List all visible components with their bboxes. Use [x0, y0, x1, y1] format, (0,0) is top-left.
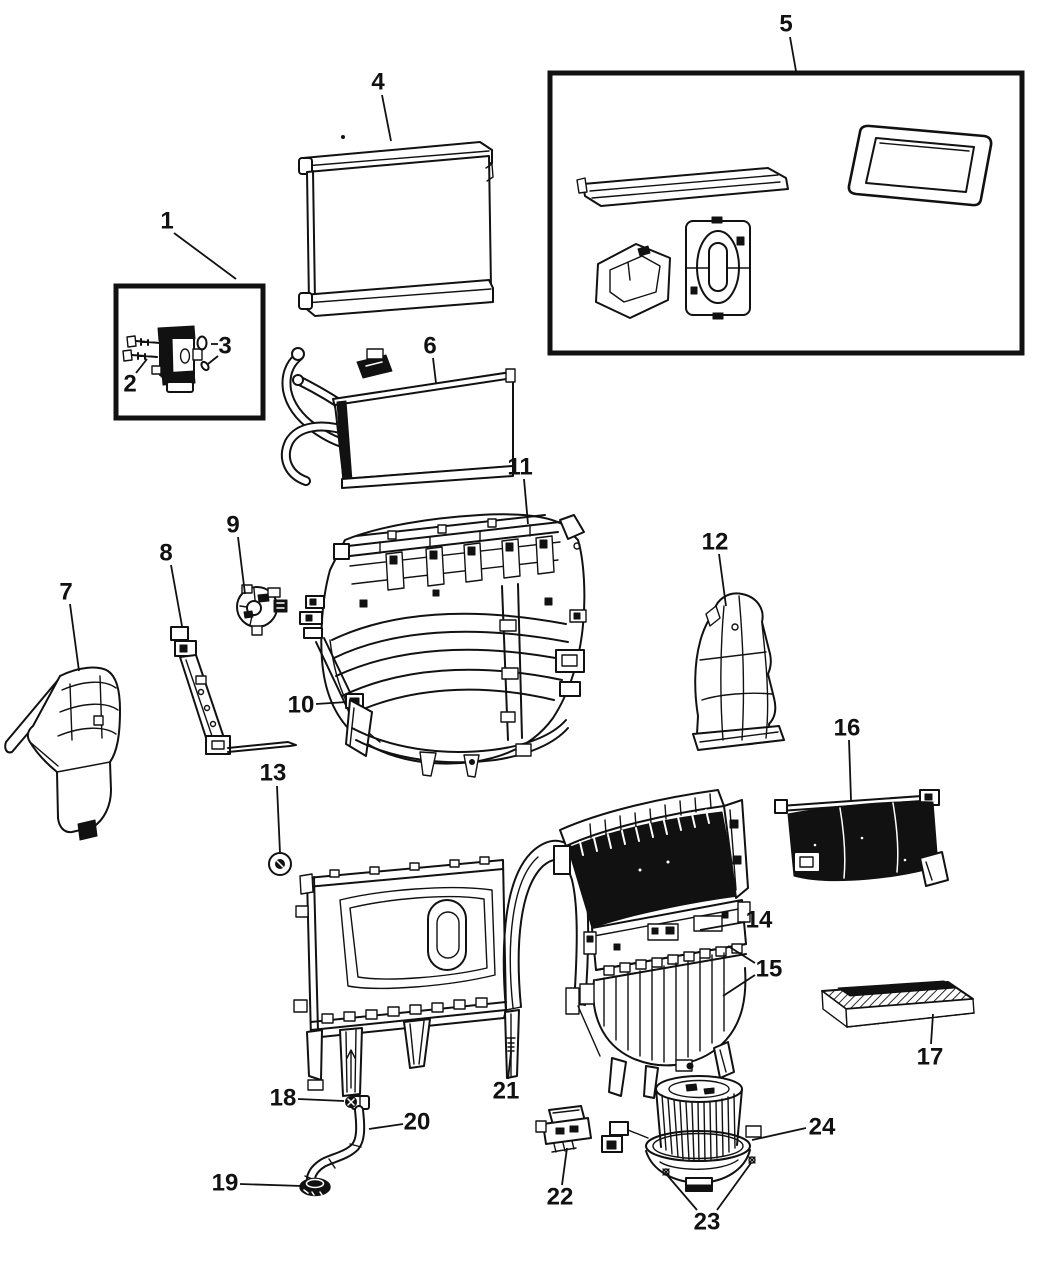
callout-13-washer: 13	[260, 760, 287, 787]
part-4-evaporator-core	[298, 135, 494, 317]
callout-10-clip: 10	[288, 692, 315, 719]
callout-leader-10	[315, 701, 348, 705]
part-14-filter-access-module	[583, 899, 751, 971]
callout-leader-20	[368, 1123, 404, 1130]
callout-leader-5	[789, 36, 797, 72]
part-8-door-lever	[170, 626, 297, 755]
callout-leader-17	[930, 1013, 934, 1045]
part-17-cabin-air-filter	[821, 980, 975, 1028]
callout-8-door-lever: 8	[159, 540, 172, 567]
part-13-washer	[268, 852, 292, 876]
callout-18-clamp: 18	[270, 1085, 297, 1112]
part-filter-cover-box	[293, 856, 507, 1097]
callout-leader-11	[523, 478, 529, 525]
callout-leader-15	[722, 974, 756, 997]
part-15-lower-housing	[577, 943, 747, 1099]
part-22-blower-resistor	[535, 1105, 592, 1153]
callout-15-lower-housing: 15	[756, 956, 783, 983]
callout-24-blower-motor: 24	[809, 1114, 836, 1141]
callout-1-expansion-valve-kit: 1	[160, 208, 173, 235]
callout-leader-22	[561, 1147, 568, 1186]
part-right-module	[553, 789, 751, 1099]
callout-17-cabin-air-filter: 17	[917, 1044, 944, 1071]
callout-leader-6	[432, 357, 437, 384]
callout-11-hvac-housing: 11	[507, 454, 532, 481]
callout-21-screw: 21	[493, 1078, 520, 1105]
callout-16-blend-door: 16	[834, 715, 861, 742]
seal-bracket	[595, 243, 671, 319]
part-5-seal-kit	[547, 70, 1025, 356]
seal-plate	[685, 216, 751, 320]
callout-leader-3	[207, 355, 219, 365]
seal-strip	[576, 167, 789, 207]
callout-leader-2	[135, 358, 148, 374]
part-duct-hoop	[502, 839, 590, 1079]
callout-leader-21	[507, 1051, 512, 1080]
callout-4-evaporator-core: 4	[371, 69, 385, 96]
callout-7-air-inlet-housing: 7	[59, 579, 72, 606]
callout-20-drain-tube: 20	[404, 1109, 431, 1136]
callout-leader-9	[237, 536, 246, 595]
part-20-drain-tube	[304, 1105, 366, 1183]
callout-14-filter-access-module: 14	[746, 907, 773, 934]
callout-23-mounting-screws: 23	[694, 1209, 721, 1236]
callout-19-drain-grommet: 19	[212, 1170, 239, 1197]
callout-leader-4	[381, 94, 392, 142]
callout-leader-12	[718, 553, 727, 607]
callout-leader-24	[751, 1127, 807, 1141]
callout-leader-23	[716, 1162, 752, 1211]
callout-leader-15	[727, 945, 756, 964]
callout-leader-7	[69, 603, 80, 672]
part-6-heater-core	[280, 347, 516, 489]
part-12-air-duct	[692, 592, 785, 751]
part-2-bolts	[122, 335, 161, 362]
callout-leader-23	[666, 1174, 698, 1211]
part-1-expansion-valve-kit	[113, 283, 266, 421]
callout-leader-8	[170, 564, 183, 627]
callout-3-o-ring-seal: 3	[218, 333, 231, 360]
callout-12-air-duct: 12	[702, 529, 729, 556]
part-9-actuator	[236, 584, 288, 636]
part-19-drain-grommet	[299, 1177, 331, 1197]
callout-22-blower-resistor: 22	[547, 1184, 574, 1211]
part-11-hvac-housing	[299, 513, 587, 778]
callout-leader-13	[276, 785, 281, 854]
part-7-air-inlet-housing	[4, 666, 121, 841]
callout-leader-14	[699, 921, 746, 931]
part-3-o-rings	[196, 335, 210, 372]
callout-6-heater-core: 6	[423, 333, 436, 360]
callout-leader-18	[297, 1098, 345, 1102]
callout-leader-19	[239, 1183, 303, 1187]
callout-leader-16	[848, 739, 852, 801]
part-16-blend-door	[774, 789, 949, 887]
part-24-blower-motor	[601, 1075, 762, 1192]
callout-2-bolt: 2	[123, 371, 136, 398]
part-23-mounting-screws	[662, 1156, 756, 1176]
seal-frame	[847, 124, 993, 207]
part-21-screw	[506, 1037, 516, 1059]
callout-leader-1	[173, 232, 237, 280]
callout-9-actuator: 9	[226, 512, 239, 539]
callout-5-seal-kit: 5	[779, 11, 792, 38]
